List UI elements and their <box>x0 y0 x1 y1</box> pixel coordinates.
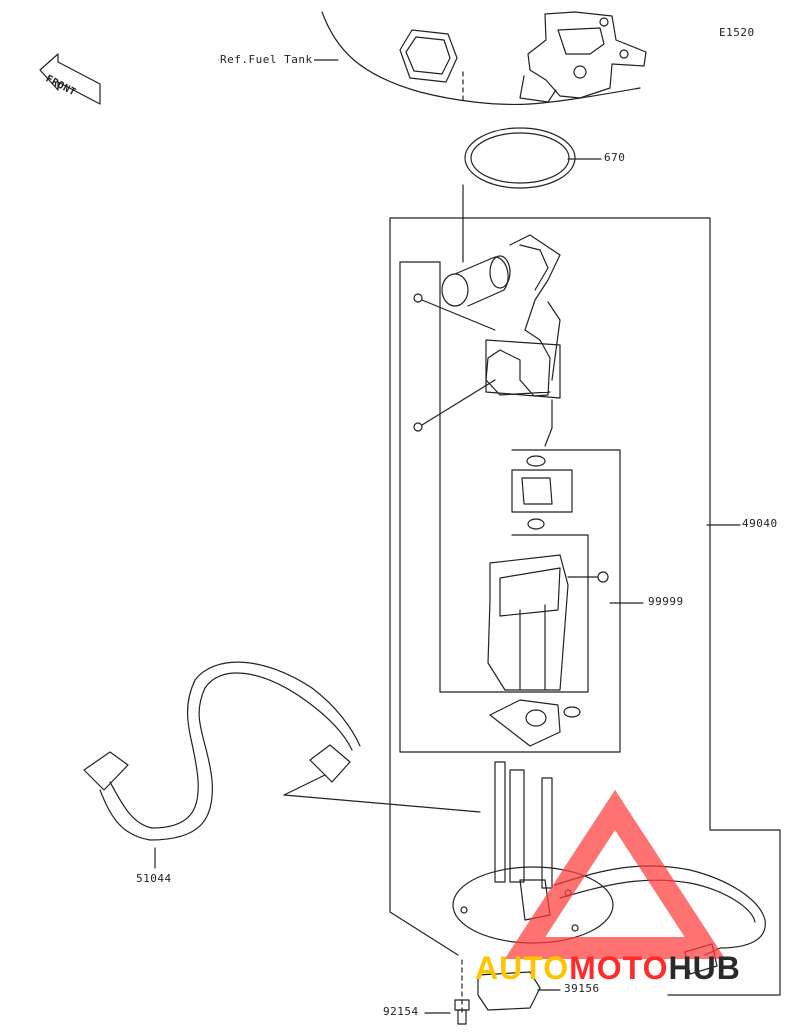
part-number-39156: 39156 <box>563 982 601 995</box>
bolt-92154 <box>454 999 470 1025</box>
part-number-49040: 49040 <box>741 517 779 530</box>
screw-left-lower <box>413 379 496 432</box>
screw-left-upper <box>413 293 496 331</box>
pump-motor <box>441 255 511 307</box>
part-number-51044: 51044 <box>135 872 173 885</box>
ref-fuel-tank-label: Ref.Fuel Tank <box>219 53 314 66</box>
pump-bracket <box>485 234 561 447</box>
pump-assembly-frame <box>389 217 781 996</box>
o-ring-670 <box>464 127 576 189</box>
part-number-670: 670 <box>603 151 627 164</box>
watermark-auto: AUTO <box>475 950 570 986</box>
part-number-99999: 99999 <box>647 595 685 608</box>
front-arrow-icon <box>39 53 101 105</box>
pad-39156 <box>477 971 541 1011</box>
watermark-moto: MOTO <box>569 950 669 986</box>
watermark-logo-icon <box>504 789 726 959</box>
part-number-92154: 92154 <box>382 1005 420 1018</box>
watermark-hub: HUB <box>668 950 741 986</box>
fuel-hose-51044 <box>83 661 361 841</box>
watermark-text: AUTOMOTOHUB <box>475 950 741 987</box>
tank-bracket <box>519 11 647 103</box>
diagram-code: E1520 <box>718 26 756 39</box>
fuel-tank-outline <box>321 11 641 106</box>
filter-parts <box>487 455 609 747</box>
